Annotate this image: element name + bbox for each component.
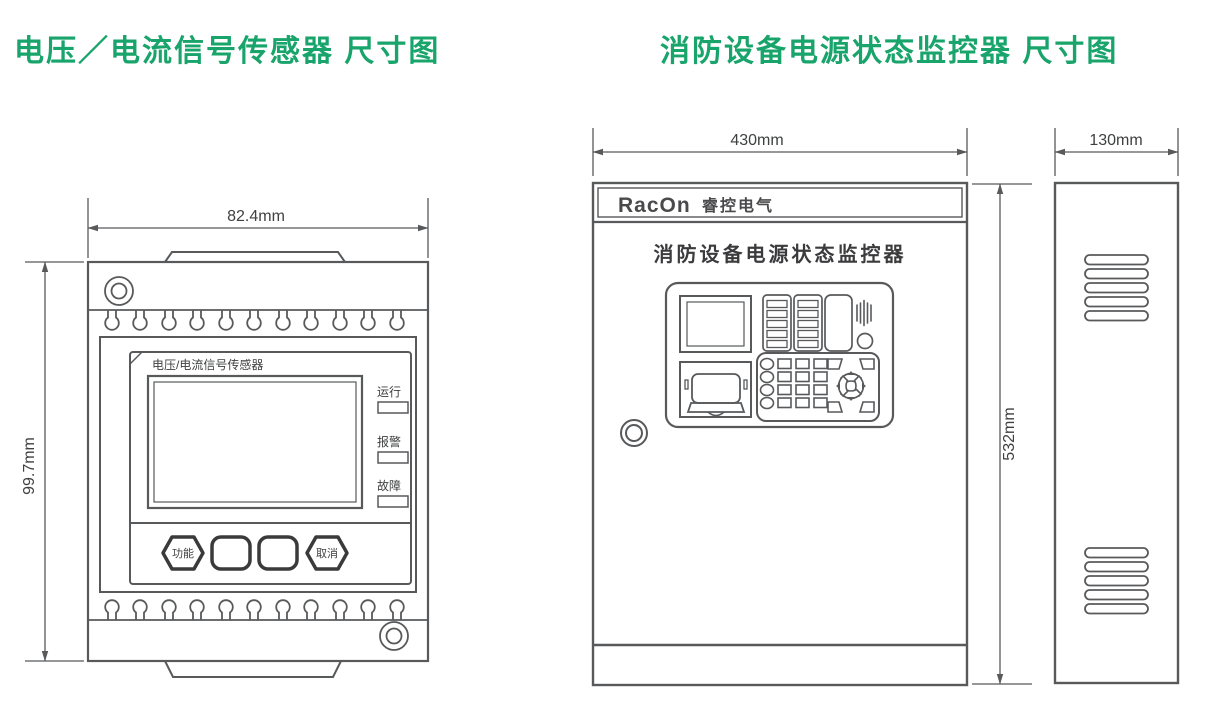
left-width-label: 82.4mm [227,208,285,225]
monitor-device-title: 消防设备电源状态监控器 [654,242,907,266]
top-terminal-slots [104,310,405,331]
bottom-vent-grille [1084,547,1149,615]
function-button-label: 功能 [172,546,194,560]
sensor-inner-frame [99,336,417,593]
monitor-width-dimension: 430mm [592,128,968,176]
keypad [756,352,880,422]
monitor-drawing: 430mm 130mm 532mm [591,128,1180,687]
indicator-column-2 [793,294,823,352]
led-fault: 故障 [377,478,409,508]
sensor-body: 电压/电流信号传感器 运行 报警 故障 [86,251,430,678]
printer-icon [679,361,752,418]
bottom-terminal-slots [104,599,405,620]
monitor-height-dimension: 532mm [972,183,1032,685]
top-mount-tab [163,251,347,263]
round-keys [759,357,775,410]
monitor-front-view: RacOn 睿控电气 消防设备电源状态监控器 [591,181,969,687]
panel-lcd-screen [679,295,752,353]
monitor-height-label: 532mm [1001,407,1018,460]
brand-name-en: RacOn [618,194,691,217]
racon-logo: RacOn 睿控电气 [618,194,774,217]
led-fault-label: 故障 [377,478,401,493]
left-height-label: 99.7mm [21,437,38,495]
sensor-device-label: 电压/电流信号传感器 [152,357,263,372]
side-outline [1053,181,1180,685]
led-run-lamp [377,401,409,414]
bottom-screw-icon [379,621,409,651]
sensor-lcd-screen [146,374,364,510]
number-keys [777,358,828,409]
dpad [835,370,867,402]
top-screw-icon [104,276,134,306]
monitor-depth-label: 130mm [1089,132,1142,149]
control-panel [664,281,895,429]
left-width-dimension: 82.4mm [87,198,429,258]
sensor-buttons: 功能 取消 [130,522,411,571]
monitor-outline [591,181,969,687]
led-run: 运行 [377,385,409,414]
led-fault-lamp [377,495,409,508]
sensor-front-panel [129,351,412,585]
sounder-icon [856,299,872,327]
corner-keys [827,358,875,413]
buzzer-led [856,332,874,350]
door-lock-icon [620,419,648,447]
left-diagram-title: 电压／电流信号传感器 尺寸图 [14,35,441,68]
led-alarm-lamp [377,451,409,464]
function-button [161,535,205,571]
monitor-width-label: 430mm [730,132,783,149]
bottom-mount-tab [163,660,343,678]
led-run-label: 运行 [377,385,401,399]
top-vent-grille [1084,254,1149,322]
logo-band [597,187,963,218]
cancel-button [305,535,349,571]
led-alarm-label: 报警 [377,434,401,449]
right-diagram-title: 消防设备电源状态监控器 尺寸图 [660,35,1119,68]
left-height-dimension: 99.7mm [21,261,84,662]
brand-name-cn: 睿控电气 [702,196,774,215]
blank-button-2 [257,535,299,571]
left-sensor-drawing: 82.4mm 99.7mm [21,198,430,678]
blank-module [824,294,853,352]
indicator-column-1 [762,294,792,352]
monitor-depth-dimension: 130mm [1054,128,1179,176]
monitor-side-view [1053,181,1180,685]
panel-bevel-line [129,351,143,365]
led-alarm: 报警 [377,434,409,464]
blank-button-1 [210,535,252,571]
cancel-button-label: 取消 [316,546,338,560]
